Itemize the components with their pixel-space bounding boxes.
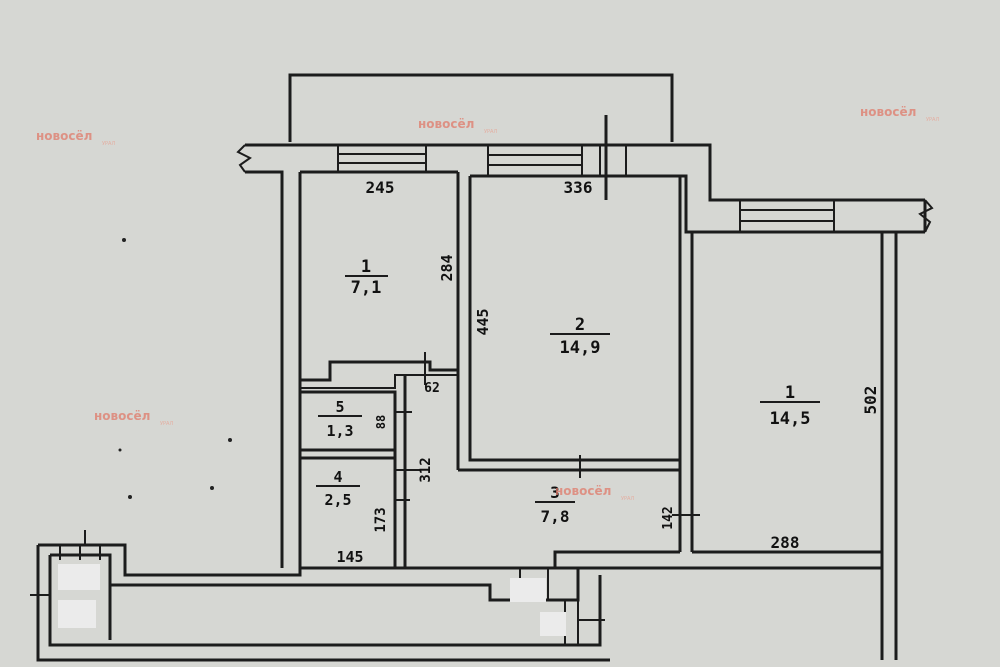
room-3-number: 3: [550, 483, 560, 502]
corridor-break: [30, 530, 86, 596]
wall-break-left: [236, 144, 252, 173]
window-room-2: [487, 144, 583, 177]
room-4-area: 2,5: [324, 491, 351, 509]
speck: [210, 486, 214, 490]
redacted-block-4: [540, 612, 566, 636]
watermark-tag: УРАЛ: [102, 141, 115, 147]
room-2-number: 2: [575, 315, 585, 335]
room-5-number: 5: [335, 398, 344, 416]
window-room-6: [337, 144, 427, 173]
redacted-block-1: [58, 564, 100, 590]
watermark-brand: новосёл: [860, 105, 916, 119]
hall-bottom-wall: [300, 550, 884, 578]
watermark-brand: новосёл: [418, 117, 474, 131]
room-4-label: 4 2,5: [316, 468, 360, 509]
dim-88: 88: [374, 415, 388, 429]
redacted-block-3: [510, 578, 546, 602]
dim-142: 142: [661, 506, 676, 529]
watermark-brand: новосёл: [36, 129, 92, 143]
room-4-number: 4: [333, 468, 342, 486]
watermark-2: новосёл УРАЛ: [418, 117, 497, 135]
wall-break-right: [918, 199, 934, 233]
bathroom-top-wall: [300, 360, 458, 382]
dim-62: 62: [424, 381, 440, 396]
dim-288: 288: [771, 533, 800, 552]
watermark-1: новосёл УРАЛ: [36, 129, 115, 147]
watermark-brand: новосёл: [94, 409, 150, 423]
bathroom-top-wall-inner: [300, 374, 458, 389]
watermark-5: новосёл УРАЛ: [555, 484, 634, 502]
room-2-label: 2 14,9: [550, 315, 610, 358]
watermark-tag: УРАЛ: [926, 117, 939, 123]
room-4-walls: [393, 375, 407, 568]
room-2-area: 14,9: [560, 338, 601, 358]
window-room-1: [739, 199, 835, 233]
dim-312: 312: [418, 457, 434, 482]
watermark-3: новосёл УРАЛ: [860, 105, 939, 123]
watermark-tag: УРАЛ: [621, 496, 634, 502]
room-1-label: 1 14,5: [760, 383, 820, 429]
dim-336: 336: [564, 178, 593, 197]
speck: [228, 438, 232, 442]
common-corridor: [36, 543, 610, 662]
speck: [118, 448, 122, 452]
balcony-door: [599, 115, 627, 200]
dim-245: 245: [366, 178, 395, 197]
room-6-number: 1: [361, 257, 371, 277]
room-1-number: 1: [785, 383, 795, 403]
room-5-area: 1,3: [326, 422, 353, 440]
room-1-area: 14,5: [770, 409, 811, 429]
right-exterior-wall: [880, 232, 898, 660]
partition-6-2: [456, 172, 680, 472]
balcony-outline: [288, 73, 674, 142]
redacted-block-2: [58, 600, 96, 628]
watermark-tag: УРАЛ: [160, 421, 173, 427]
watermark-tag: УРАЛ: [484, 129, 497, 135]
room-3-area: 7,8: [541, 507, 570, 526]
room-5-label: 5 1,3: [318, 398, 362, 440]
speck: [122, 238, 126, 242]
room-3-label: 3 7,8: [535, 483, 575, 526]
dim-502: 502: [861, 386, 880, 415]
dim-145: 145: [336, 548, 363, 566]
watermark-4: новосёл УРАЛ: [94, 409, 173, 427]
room-6-area: 7,1: [351, 278, 382, 298]
dim-445: 445: [474, 308, 492, 335]
speck: [128, 495, 132, 499]
partition-2-1: [678, 176, 694, 552]
room-6-label: 1 7,1: [345, 257, 388, 298]
dim-173: 173: [373, 507, 389, 532]
dim-284: 284: [438, 254, 456, 281]
watermark-brand: новосёл: [555, 484, 611, 498]
